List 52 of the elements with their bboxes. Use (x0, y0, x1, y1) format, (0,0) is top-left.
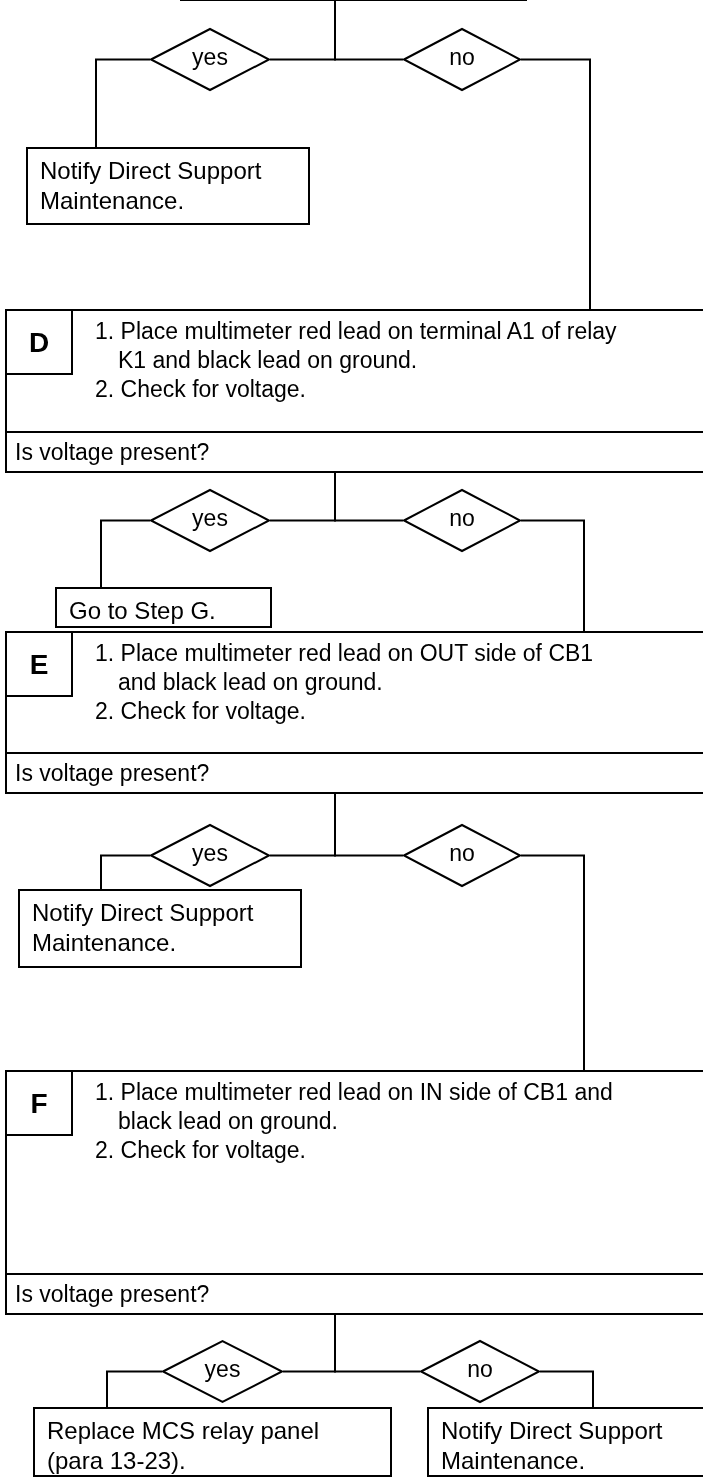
decision-label: no (449, 840, 475, 867)
connector-line (520, 58, 591, 310)
decision-label: no (467, 1356, 493, 1383)
connector-line (334, 0, 404, 61)
step-box (5, 1070, 703, 1315)
decision-label: yes (192, 505, 228, 532)
step-box (5, 631, 703, 794)
instruction-text: 1. Place multimeter red lead on IN side of CB1 and black lead on ground. (95, 1078, 614, 1136)
connector-line (334, 793, 404, 857)
question-text: Is voltage present? (7, 431, 703, 471)
decision-diamond (150, 824, 270, 887)
action-text: Notify Direct Support Maintenance. (441, 1416, 664, 1476)
decision-label: yes (192, 44, 228, 71)
decision-label: no (449, 505, 475, 532)
connector-line (539, 1370, 594, 1408)
connector-line (100, 854, 151, 890)
decision-diamond (403, 489, 521, 552)
action-box (55, 587, 272, 628)
connector-line (106, 1370, 163, 1408)
decision-label: yes (192, 840, 228, 867)
step-box (5, 309, 703, 473)
instruction-text: 2. Check for voltage. (95, 1136, 307, 1165)
decision-diamond (162, 1340, 283, 1403)
decision-diamond (420, 1340, 540, 1403)
action-text: Notify Direct Support Maintenance. (32, 898, 255, 958)
decision-label: yes (204, 1356, 241, 1383)
instruction-text: 2. Check for voltage. (95, 375, 307, 404)
decision-diamond (403, 28, 521, 91)
action-text: Replace MCS relay panel (para 13‑23). (47, 1416, 321, 1476)
instruction-text: 2. Check for voltage. (95, 697, 307, 726)
connector-line (520, 854, 585, 1071)
connector-line (334, 1314, 421, 1373)
instruction-text: 1. Place multimeter red lead on OUT side of CB1 and black lead on ground. (95, 639, 595, 697)
action-text: Go to Step G. (69, 596, 216, 626)
step-letter: D (5, 309, 73, 375)
connector-line (520, 519, 585, 632)
connector-line (95, 58, 151, 148)
decision-diamond (150, 28, 270, 91)
action-box (26, 147, 310, 225)
step-letter: E (5, 631, 73, 697)
connector-line (100, 519, 151, 588)
decision-diamond (150, 489, 270, 552)
step-letter: F (5, 1070, 73, 1136)
instruction-text: 1. Place multimeter red lead on terminal A1 of relay K1 and black lead on ground. (95, 317, 618, 375)
action-box (33, 1407, 392, 1477)
action-box (427, 1407, 703, 1477)
question-text: Is voltage present? (7, 1273, 703, 1313)
question-text: Is voltage present? (7, 752, 703, 792)
decision-label: no (449, 44, 475, 71)
action-text: Notify Direct Support Maintenance. (40, 156, 263, 216)
decision-diamond (403, 824, 521, 887)
connector-line (334, 472, 404, 522)
